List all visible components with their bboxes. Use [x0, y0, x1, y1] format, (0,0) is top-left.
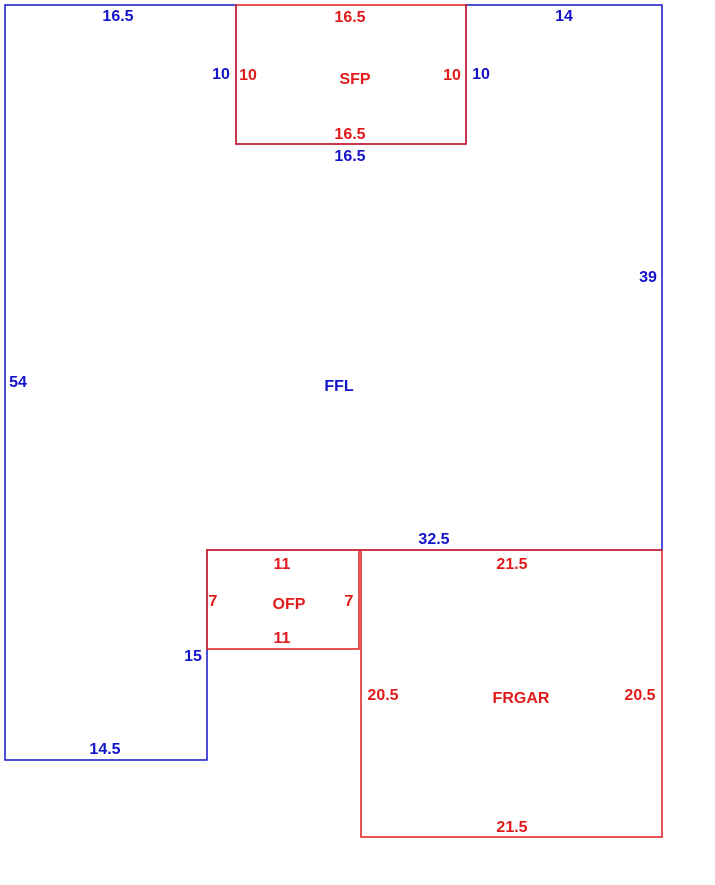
ffl-notch-right-dim: 10	[472, 66, 490, 83]
frgar-outline	[360, 549, 663, 838]
frgar-top-dim: 21.5	[496, 556, 527, 573]
ofp-right-dim: 7	[345, 593, 354, 610]
frgar-right-dim: 20.5	[624, 687, 655, 704]
ofp-label: OFP	[273, 596, 306, 613]
sfp-top-dim: 16.5	[334, 9, 365, 26]
ffl-mid-dim: 32.5	[418, 531, 449, 548]
frgar-bottom-dim: 21.5	[496, 819, 527, 836]
ofp-left-dim: 7	[209, 593, 218, 610]
ffl-left-dim: 54	[9, 374, 27, 391]
frgar-label: FRGAR	[493, 690, 550, 707]
ffl-top-right-dim: 14	[555, 8, 573, 25]
ffl-label: FFL	[324, 378, 354, 395]
ofp-outline	[206, 549, 360, 650]
ffl-step-dim: 15	[184, 648, 202, 665]
ffl-notch-bottom-dim: 16.5	[334, 148, 365, 165]
sfp-label: SFP	[339, 71, 370, 88]
sfp-left-dim: 10	[239, 67, 257, 84]
ofp-bottom-dim: 11	[274, 630, 291, 647]
ffl-right-dim: 39	[639, 269, 657, 286]
ffl-notch-left-dim: 10	[212, 66, 230, 83]
frgar-left-dim: 20.5	[367, 687, 398, 704]
sfp-outline	[235, 4, 467, 145]
ffl-top-left-dim: 16.5	[102, 8, 133, 25]
ffl-bottom-dim: 14.5	[89, 741, 120, 758]
sfp-right-dim: 10	[443, 67, 461, 84]
sfp-bottom-dim: 16.5	[334, 126, 365, 143]
ofp-top-dim: 11	[274, 556, 291, 573]
